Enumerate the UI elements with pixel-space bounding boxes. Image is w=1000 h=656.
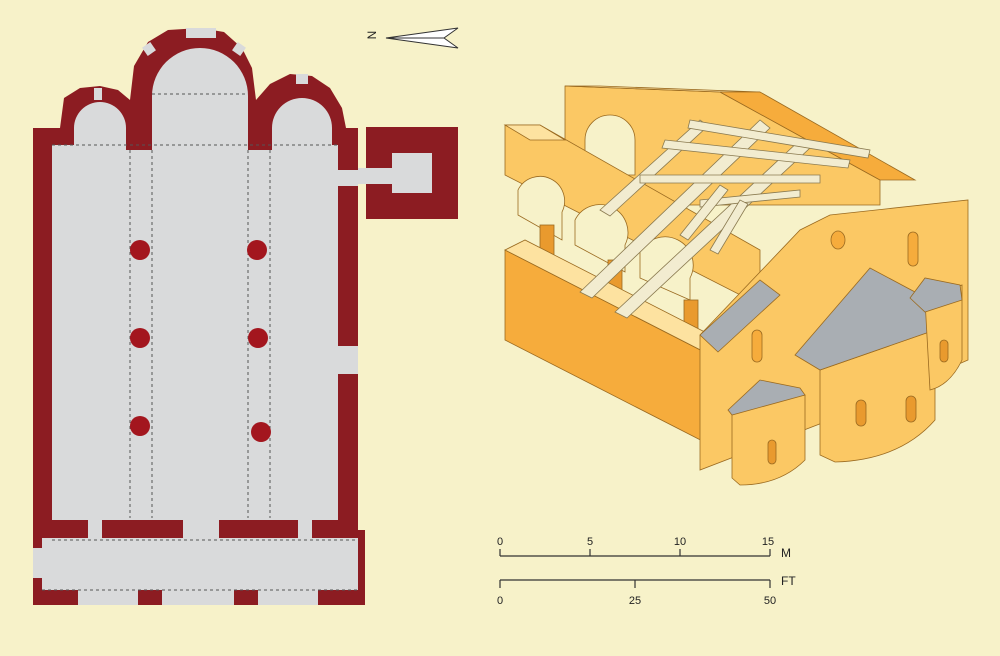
iso-apse-window [905,395,917,423]
iso-south-apse [731,394,806,486]
imperial-unit: FT [781,574,796,588]
plan-dashed-lines [42,93,358,591]
iso-south-apse-roof [727,379,806,416]
iso-north-apse [924,284,963,391]
plan-apse-window-5 [232,42,246,56]
iso-roof-timbers [579,119,871,319]
iso-gable-window [751,329,763,363]
plan-apse-window-3 [296,74,308,84]
plan-south-door [338,170,358,186]
iso-central-apse [819,329,936,463]
imperial-tick-50: 50 [764,595,776,607]
plan-narthex-opening-3 [258,590,318,605]
plan-column [247,240,267,260]
north-arrow: N [365,27,459,49]
plan-narthex [42,538,358,590]
iso-apse-window [939,339,949,363]
iso-apse-window [855,399,867,427]
scale-bar-metric [499,549,771,557]
plan-south-door-2 [338,346,358,374]
imperial-tick-25: 25 [629,595,641,607]
plan-interior-floor [52,48,338,520]
iso-north-apse-roof [909,277,963,313]
plan-apse-window-4 [142,42,156,56]
plan-column [130,328,150,348]
plan-columns [130,240,271,442]
iso-roof-tiles [699,279,781,353]
plan-narthex-opening-1 [78,590,138,605]
plan-annex-interior [392,153,432,193]
iso-arcade-arch-1 [517,176,565,241]
iso-oculus [830,230,846,250]
plan-annex-passage [358,168,392,184]
plan-door-west [183,518,219,540]
plan-narthex-opening-2 [162,590,234,605]
metric-tick-15: 15 [762,536,774,548]
plan-column [248,328,268,348]
plan-door-right [298,520,312,538]
iso-gable-window [907,231,919,267]
metric-tick-10: 10 [674,536,686,548]
metric-tick-0: 0 [497,536,503,548]
scale-bar-imperial [499,579,771,588]
plan-apse-window-1 [94,88,102,100]
iso-apse-window [767,439,777,465]
iso-arcade-top [503,124,567,141]
plan-door-left [88,520,102,538]
plan-column [251,422,271,442]
imperial-tick-0: 0 [497,595,503,607]
church-floor-plan [33,28,458,605]
north-label: N [365,31,379,40]
metric-unit: M [781,546,791,560]
isometric-cutaway [503,85,969,486]
plan-apse-window-2 [186,28,216,38]
metric-tick-5: 5 [587,536,593,548]
plan-narthex-side-opening [33,548,42,578]
plan-column [130,416,150,436]
plan-column [130,240,150,260]
